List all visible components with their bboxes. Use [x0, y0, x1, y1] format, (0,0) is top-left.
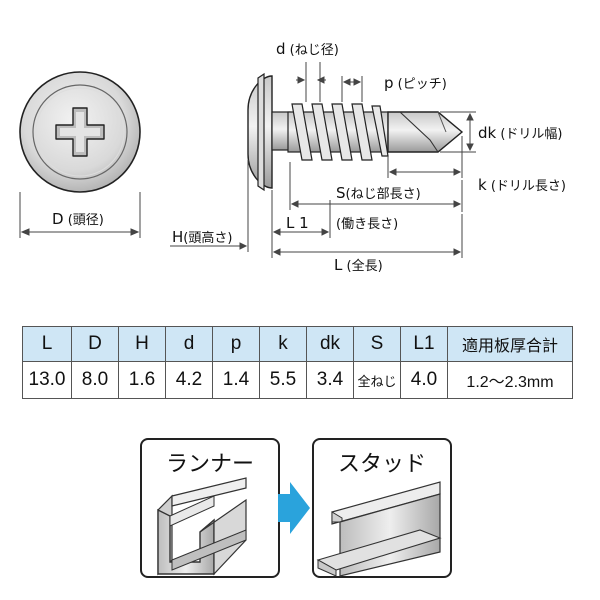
drill-diameter-label: dk (ドリル幅) [478, 124, 563, 142]
spec-table: L D H d p k dk S L1 適用板厚合計 13.0 8.0 1.6 … [22, 326, 573, 399]
header-cell-L: L [22, 326, 72, 362]
cell-p: 1.4 [212, 361, 260, 399]
runner-box: ランナー [140, 438, 280, 578]
working-length-label: L 1 [286, 214, 309, 232]
header-cell-dk: dk [306, 326, 354, 362]
header-cell-S: S [353, 326, 401, 362]
head-height-label: H(頭高さ) [172, 228, 233, 246]
spec-table-row: 13.0 8.0 1.6 4.2 1.4 5.5 3.4 全ねじ 4.0 1.2… [22, 361, 573, 399]
header-cell-D: D [71, 326, 119, 362]
total-length-label: L (全長) [334, 256, 383, 274]
header-cell-H: H [118, 326, 166, 362]
cell-plate-thickness: 1.2〜2.3mm [447, 361, 573, 399]
pitch-label: p (ピッチ) [384, 74, 447, 92]
drill-length-label: k (ドリル長さ) [478, 176, 566, 194]
cell-H: 1.6 [118, 361, 166, 399]
header-cell-p: p [212, 326, 260, 362]
cell-D: 8.0 [71, 361, 119, 399]
stud-box: スタッド [312, 438, 452, 578]
header-cell-k: k [259, 326, 307, 362]
working-length-text: (働き長さ) [336, 217, 399, 232]
thread-diameter-label: d (ねじ径) [276, 40, 339, 58]
head-diameter-label: D (頭径) [52, 210, 104, 228]
thread-length-label: S(ねじ部長さ) [336, 184, 421, 202]
cell-k: 5.5 [259, 361, 307, 399]
spec-table-header-row: L D H d p k dk S L1 適用板厚合計 [22, 326, 573, 362]
stud-title: スタッド [337, 452, 426, 477]
runner-title: ランナー [165, 452, 254, 477]
cell-d: 4.2 [165, 361, 213, 399]
arrow-right-icon [278, 482, 310, 534]
cell-S: 全ねじ [353, 361, 401, 399]
header-cell-d: d [165, 326, 213, 362]
header-cell-plate-thickness: 適用板厚合計 [447, 326, 573, 362]
cell-dk: 3.4 [306, 361, 354, 399]
cell-L: 13.0 [22, 361, 72, 399]
cell-L1: 4.0 [400, 361, 448, 399]
header-cell-L1: L1 [400, 326, 448, 362]
screw-head-top-view [19, 71, 141, 193]
